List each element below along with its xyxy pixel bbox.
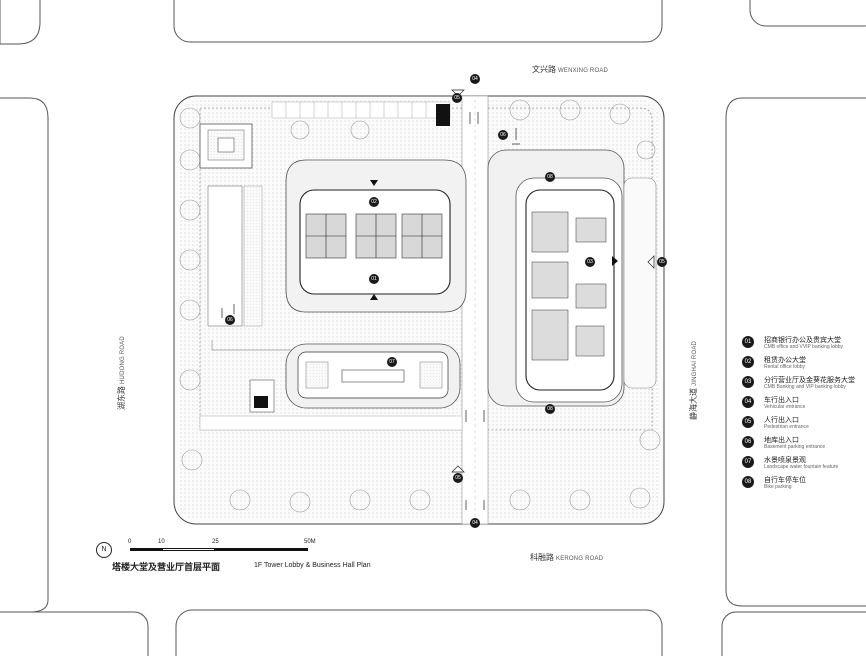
legend-number: 01 [742, 336, 754, 348]
legend-item: 05 人行出入口 Pedestrian entrance [742, 416, 866, 436]
nw-pavilion [199, 123, 253, 169]
road-south-en: KERONG ROAD [556, 556, 604, 562]
road-west-cn: 湖东路 [117, 386, 126, 410]
legend-label-cn: 招商银行办公及贵宾大堂 [764, 337, 841, 344]
legend-number: 02 [742, 356, 754, 368]
scale-and-title: N 0 10 25 50M 塔楼大堂及营业厅首层平面 1F Tower Lobb… [96, 536, 426, 576]
legend-label-en: CMB office and VVIP banking lobby [764, 344, 844, 350]
legend-number: 03 [742, 376, 754, 388]
scale-bar-segment [162, 548, 216, 551]
legend-label-cn: 水景喷泉景观 [764, 457, 806, 464]
marker-08-north: 08 [545, 172, 555, 182]
marker-05-north: 05 [452, 93, 462, 103]
road-north-cn: 文兴路 [532, 65, 556, 74]
road-west-en: HUDONG ROAD [120, 336, 126, 384]
marker-03: 03 [585, 257, 595, 267]
marker-05-south: 05 [453, 473, 463, 483]
legend-number: 04 [742, 396, 754, 408]
legend-label-en: Vehicular entrance [764, 404, 806, 410]
scale-tick: 25 [212, 539, 219, 545]
legend-item: 02 租赁办公大堂 Rental office lobby [742, 356, 866, 376]
marker-04-north: 04 [470, 74, 480, 84]
legend-item: 08 自行车停车位 Bike parking [742, 476, 866, 496]
tower-building [285, 159, 467, 313]
legend-item: 07 水景喷泉景观 Landscape water fountain featu… [742, 456, 866, 476]
legend-number: 06 [742, 436, 754, 448]
scale-tick: 10 [158, 539, 165, 545]
legend-item: 04 车行出入口 Vehicular entrance [742, 396, 866, 416]
scale-bar-segment [130, 548, 162, 551]
scale-tick: 0 [128, 539, 132, 545]
legend-item: 06 地库出入口 Basement parking entrance [742, 436, 866, 456]
banking-hall-building [487, 149, 657, 407]
legend-number: 05 [742, 416, 754, 428]
legend-label-cn: 自行车停车位 [764, 477, 806, 484]
scale-bar-segment [214, 548, 308, 551]
legend-label-cn: 租赁办公大堂 [764, 357, 806, 364]
plan-title-en: 1F Tower Lobby & Business Hall Plan [254, 562, 371, 569]
legend-label-cn: 地库出入口 [764, 437, 799, 444]
west-entrance-structure [249, 379, 275, 413]
legend-number: 08 [742, 476, 754, 488]
marker-07: 07 [387, 357, 397, 367]
legend-label-en: Bike parking [764, 484, 792, 490]
entry-arrows [221, 89, 655, 510]
legend-label-en: Rental office lobby [764, 364, 806, 370]
marker-04-south: 04 [470, 518, 480, 528]
legend-number: 07 [742, 456, 754, 468]
scale-tick: 50M [304, 539, 316, 545]
legend-label-en: Pedestrian entrance [764, 424, 809, 430]
north-arrow-icon: N [96, 542, 112, 558]
plan-title-cn: 塔楼大堂及营业厅首层平面 [112, 562, 221, 572]
marker-01: 01 [369, 274, 379, 284]
road-east-en: JINGHAI ROAD [692, 340, 698, 386]
legend-item: 01 招商银行办公及贵宾大堂 CMB office and VVIP banki… [742, 336, 866, 356]
legend-label-cn: 车行出入口 [764, 397, 799, 404]
fountain-court [285, 343, 461, 409]
road-label-west: 湖东路 HUDONG ROAD [116, 336, 127, 410]
legend-label-en: Basement parking entrance [764, 444, 826, 450]
legend-label-en: Landscape water fountain feature [764, 464, 839, 470]
legend-label-en: CMB Banking and VIP banking lobby [764, 384, 846, 390]
marker-08-south: 08 [545, 404, 555, 414]
marker-02: 02 [369, 197, 379, 207]
road-east-cn: 静海大道 [689, 388, 698, 420]
road-north-en: WENXING ROAD [558, 68, 609, 74]
legend-label-cn: 分行营业厅及金葵花服务大堂 [764, 377, 855, 384]
road-south-cn: 科融路 [530, 553, 554, 562]
legend-label-cn: 人行出入口 [764, 417, 799, 424]
legend-item: 03 分行营业厅及金葵花服务大堂 CMB Banking and VIP ban… [742, 376, 866, 396]
road-label-east: 静海大道 JINGHAI ROAD [688, 341, 699, 420]
marker-06-north: 06 [498, 130, 508, 140]
marker-06-west: 06 [225, 315, 235, 325]
legend: 01 招商银行办公及贵宾大堂 CMB office and VVIP banki… [742, 336, 866, 496]
marker-05-east: 05 [657, 257, 667, 267]
